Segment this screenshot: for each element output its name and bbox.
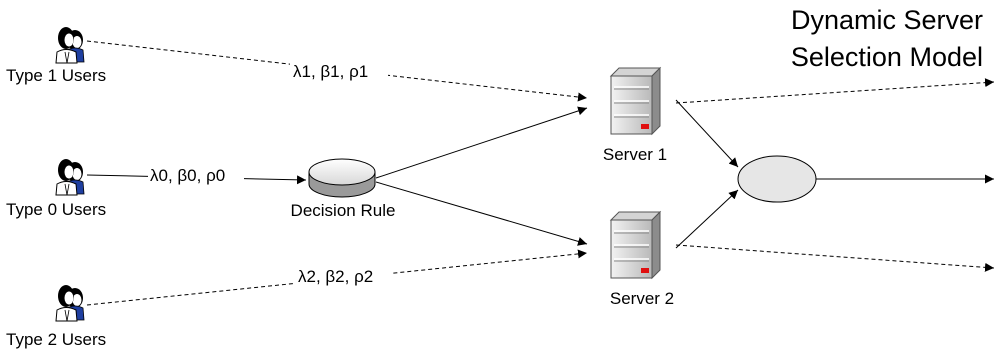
edge-server2-output xyxy=(675,244,995,272)
edge-label-bg-type2 xyxy=(295,266,393,286)
edge-server2-to-merge xyxy=(675,189,739,249)
server-1-led xyxy=(641,124,649,129)
server-1-label: Server 1 xyxy=(603,145,667,164)
edge-label-bg-type1 xyxy=(290,61,388,81)
merge-node xyxy=(737,155,817,203)
server-2-led xyxy=(641,268,649,273)
edge-label-type1: λ1, β1, ρ1 xyxy=(293,62,368,81)
title-line-2: Selection Model xyxy=(791,42,983,72)
edge-server1-output xyxy=(675,78,995,104)
server-2-label: Server 2 xyxy=(610,289,674,308)
title-line-1: Dynamic Server xyxy=(791,5,983,35)
user-group-icon xyxy=(55,284,85,322)
edge-decision-to-server2 xyxy=(375,181,588,246)
edge-label-type0: λ0, β0, ρ0 xyxy=(150,166,225,185)
server-2-icon xyxy=(610,211,661,279)
edge-server1-to-merge xyxy=(675,99,739,168)
edge-label-type2: λ2, β2, ρ2 xyxy=(298,267,373,286)
decision-rule-node xyxy=(308,158,376,198)
server-1-icon xyxy=(610,67,661,135)
edge-label-bg-type0 xyxy=(148,165,244,185)
user-group-icon xyxy=(55,158,85,196)
type1-users-label: Type 1 Users xyxy=(6,66,106,85)
decision-rule-label: Decision Rule xyxy=(291,201,396,220)
user-group-icon xyxy=(55,26,85,64)
type2-users-label: Type 2 Users xyxy=(6,330,106,349)
edge-decision-to-server1 xyxy=(375,106,588,179)
type0-users-label: Type 0 Users xyxy=(6,200,106,219)
